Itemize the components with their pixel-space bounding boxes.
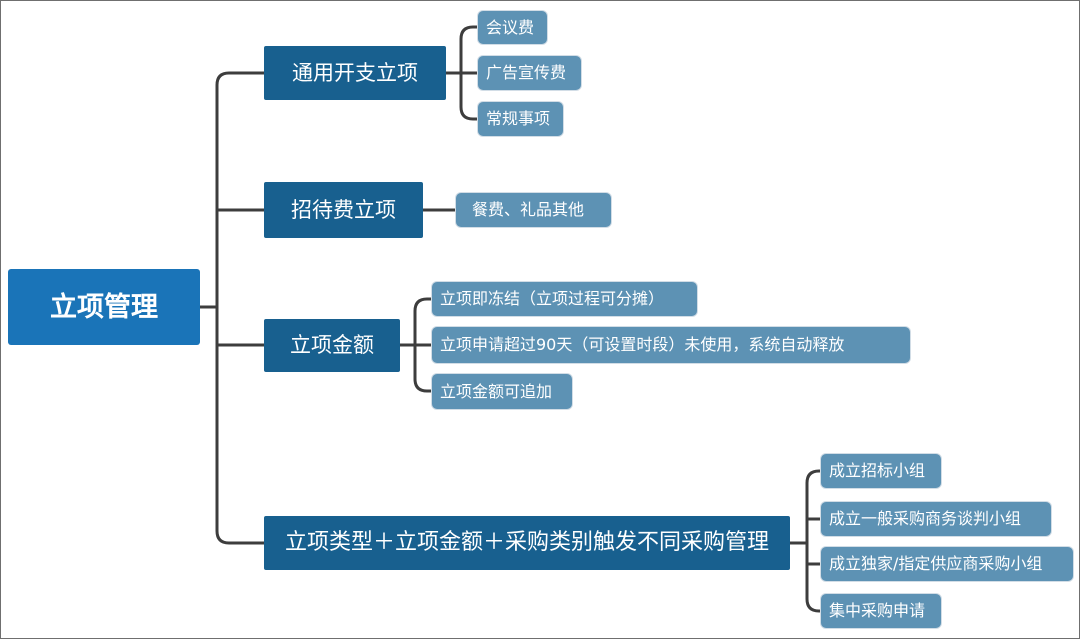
branch-node-3: 立项金额: [264, 319, 400, 372]
branch-node-1: 通用开支立项: [264, 46, 446, 100]
leaf-node-4-2: 成立一般采购商务谈判小组: [821, 502, 1051, 536]
leaf-node-3-3: 立项金额可追加: [432, 374, 572, 409]
branch-node-2: 招待费立项: [264, 182, 423, 238]
leaf-node-3-2: 立项申请超过90天（可设置时段）未使用，系统自动释放: [432, 327, 910, 363]
trunk-connector-1: [215, 71, 266, 545]
leaf-node-4-3: 成立独家/指定供应商采购小组: [821, 547, 1073, 581]
branch-node-4: 立项类型＋立项金额＋采购类别触发不同采购管理: [264, 516, 790, 570]
root-node: 立项管理: [8, 269, 200, 345]
leaf-node-4-1: 成立招标小组: [821, 454, 941, 488]
leaf-node-4-4: 集中采购申请: [821, 594, 941, 628]
leaf-node-1-1: 会议费: [478, 11, 547, 44]
leaf-node-2-1: 餐费、礼品其他: [456, 193, 611, 227]
branch-4-child-connector: [805, 469, 823, 613]
leaf-node-1-2: 广告宣传费: [478, 56, 581, 90]
leaf-node-1-3: 常规事项: [478, 102, 563, 136]
leaf-node-3-1: 立项即冻结（立项过程可分摊）: [432, 282, 697, 316]
